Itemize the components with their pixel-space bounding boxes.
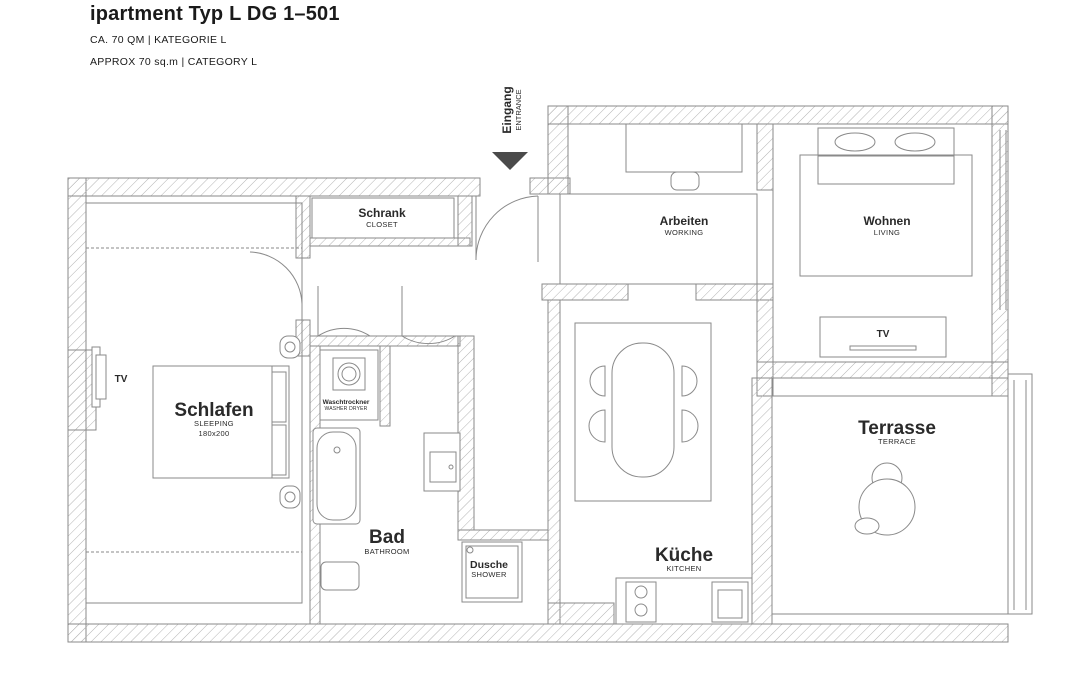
living-tv-label: TV (877, 329, 890, 340)
sleeping-label-en: SLEEPING (194, 419, 234, 428)
working-label: Arbeiten (660, 214, 709, 228)
washer-drum (332, 357, 366, 391)
bed (152, 365, 290, 479)
sink (423, 432, 461, 492)
interior-doors (249, 250, 456, 345)
entrance-label-en: ENTRANCE (514, 89, 523, 130)
desk (625, 123, 743, 191)
washer-drum-inner (341, 366, 357, 382)
closet-label: Schrank (358, 206, 406, 220)
dining-chairs (588, 365, 699, 443)
washer-label: Waschtrockner (323, 399, 370, 406)
shower-tray (465, 545, 519, 599)
terrace-table (854, 462, 916, 536)
shower-label-en: SHOWER (471, 570, 507, 579)
sofa (817, 127, 955, 185)
bathroom-label-en: BATHROOM (364, 547, 409, 556)
working-label-en: WORKING (665, 228, 704, 237)
page-title: ipartment Typ L DG 1–501 (90, 3, 340, 25)
terrace-label-en: TERRACE (878, 437, 916, 446)
kitchen-label: Küche (655, 545, 713, 566)
living-label: Wohnen (863, 214, 910, 228)
bedroom-tv (91, 346, 107, 408)
toilet (320, 561, 360, 591)
kitchen-sink (711, 581, 749, 623)
cooktop-icon (625, 581, 657, 623)
bathroom-label: Bad (369, 527, 405, 548)
terrace-label: Terrasse (858, 418, 936, 439)
size-category-en: APPROX 70 sq.m | CATEGORY L (90, 56, 258, 68)
bed-frame (271, 365, 290, 479)
room-outlines (85, 123, 1033, 615)
closet (311, 197, 455, 239)
dining-table (611, 342, 675, 478)
dining-rug (574, 322, 712, 502)
washer-label-en: WASHER DRYER (325, 406, 368, 412)
nightstand-lamps (279, 335, 301, 509)
sleeping-label: Schlafen (174, 400, 253, 421)
living-label-en: LIVING (874, 228, 900, 237)
tv-icon (849, 345, 917, 351)
living-rug (799, 154, 973, 277)
bathtub (312, 427, 361, 525)
kitchen-counter (615, 577, 753, 625)
closet-label-en: CLOSET (366, 220, 398, 229)
living-tv-cabinet (819, 316, 947, 358)
drain-icon (333, 446, 341, 454)
washer-icon (337, 362, 361, 386)
bed-size-label: 180x200 (199, 429, 230, 438)
shower-label: Dusche (470, 559, 508, 571)
size-category-de: CA. 70 QM | KATEGORIE L (90, 34, 227, 46)
entrance-label-de: Eingang (500, 86, 514, 133)
shower-drain-icon (466, 546, 474, 554)
entrance-door (475, 195, 539, 262)
kitchen-label-en: KITCHEN (666, 564, 701, 573)
sleeping-tv-label: TV (115, 374, 128, 385)
entrance-arrow-icon (492, 152, 528, 170)
